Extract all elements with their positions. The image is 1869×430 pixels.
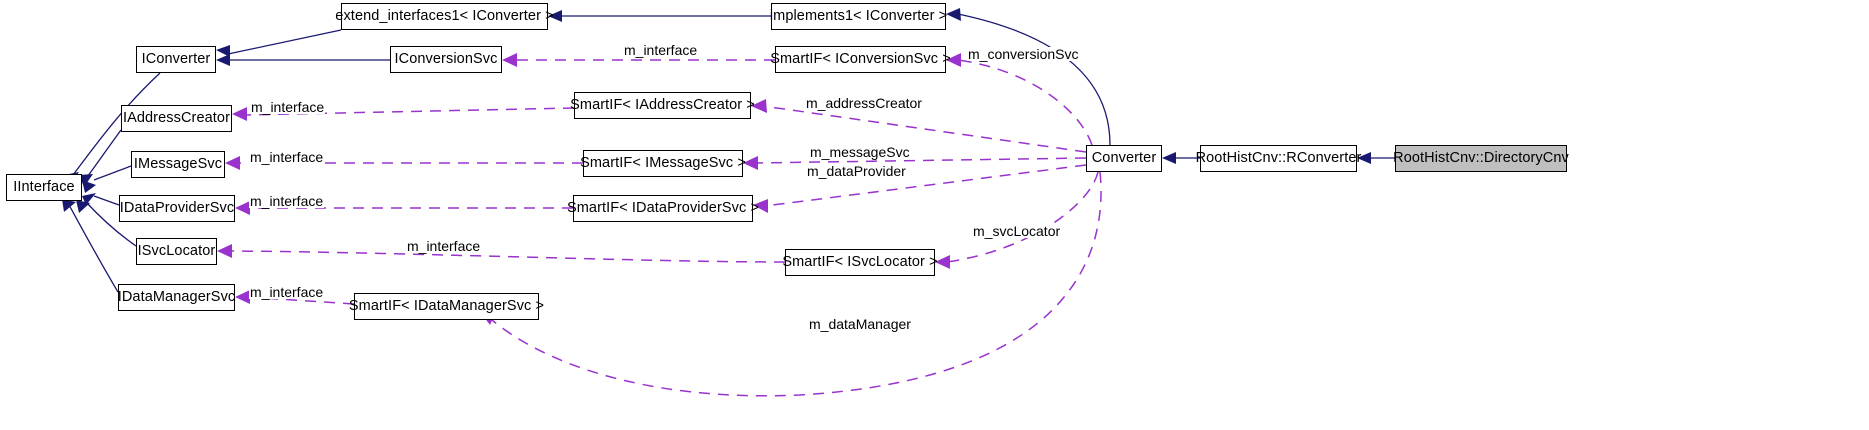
node-iconverter[interactable]: IConverter	[136, 46, 216, 73]
node-roothistcnv-rconverter[interactable]: RootHistCnv::RConverter	[1196, 145, 1361, 172]
edge-label-m-interface-isvclocator: m_interface	[406, 238, 482, 254]
arrowhead-usage-iconversionsvc	[502, 53, 517, 67]
arrowhead-iconverter-a	[216, 45, 230, 57]
edge-converter-to-smartif-iconversionsvc	[957, 59, 1093, 146]
node-smartif-isvclocator[interactable]: SmartIF< ISvcLocator >	[782, 249, 938, 276]
node-idataprovidersvc[interactable]: IDataProviderSvc	[119, 195, 235, 222]
edge-idatamanagersvc-to-iinterface	[67, 202, 119, 293]
edge-label-m-interface-iaddresscreator: m_interface	[250, 99, 326, 115]
node-converter[interactable]: Converter	[1086, 145, 1162, 172]
edge-label-m-dataprovider: m_dataProvider	[806, 163, 907, 179]
edge-extend-to-iconverter	[227, 29, 342, 55]
arrowhead-iconverter-b	[216, 54, 230, 66]
edge-converter-to-smartif-imessagesvc	[754, 157, 1087, 164]
arrowhead-usage-isvclocator	[217, 244, 232, 258]
edge-idataprovidersvc-to-iinterface	[93, 195, 120, 206]
node-idatamanagersvc[interactable]: IDataManagerSvc	[118, 284, 235, 311]
edge-imessagesvc-to-iinterface	[93, 165, 132, 181]
edge-label-m-interface-idatamanagersvc: m_interface	[249, 284, 325, 300]
edge-iaddresscreator-to-iinterface	[84, 129, 122, 181]
node-iinterface[interactable]: IInterface	[6, 174, 82, 201]
edge-label-m-conversionsvc: m_conversionSvc	[967, 46, 1080, 62]
arrowhead-iinterface-6	[76, 200, 90, 213]
node-implements1-iconverter[interactable]: implements1< IConverter >	[770, 3, 947, 30]
node-smartif-idatamanagersvc[interactable]: SmartIF< IDataManagerSvc >	[349, 293, 544, 320]
arrowhead-usage-idataprovidersvc	[235, 201, 250, 215]
node-smartif-iconversionsvc[interactable]: SmartIF< IConversionSvc >	[770, 46, 951, 73]
arrowhead-usage-idatamanagersvc	[235, 290, 250, 304]
node-smartif-imessagesvc[interactable]: SmartIF< IMessageSvc >	[580, 150, 746, 177]
edge-smartif-isvclocator-to-isvclocator	[228, 250, 786, 263]
arrowhead-usage-iaddresscreator	[232, 107, 247, 121]
edge-label-m-interface-idataprovidersvc: m_interface	[249, 193, 325, 209]
edge-converter-to-smartif-isvclocator	[946, 171, 1099, 263]
node-isvclocator[interactable]: ISvcLocator	[136, 238, 217, 265]
node-iaddresscreator[interactable]: IAddressCreator	[121, 105, 232, 132]
node-iconversionsvc[interactable]: IConversionSvc	[390, 46, 502, 73]
node-imessagesvc[interactable]: IMessageSvc	[131, 151, 225, 178]
arrowhead-converter	[1162, 152, 1176, 164]
edge-label-m-datamanager: m_dataManager	[808, 316, 912, 332]
edge-label-m-svclocator: m_svcLocator	[972, 223, 1062, 239]
node-roothistcnv-directorycnv[interactable]: RootHistCnv::DirectoryCnv	[1393, 145, 1569, 172]
edge-label-m-interface-iconversionsvc: m_interface	[623, 42, 699, 58]
edge-converter-to-implements1	[957, 13, 1111, 146]
arrowhead-implements1	[946, 8, 961, 21]
node-smartif-iaddresscreator[interactable]: SmartIF< IAddressCreator >	[570, 92, 755, 119]
node-smartif-idataprovidersvc[interactable]: SmartIF< IDataProviderSvc >	[567, 195, 759, 222]
edge-label-m-messagesvc: m_messageSvc	[809, 144, 911, 160]
arrowhead-iinterface-4	[82, 193, 96, 205]
arrowhead-usage-imessagesvc	[225, 156, 240, 170]
node-extend-interfaces1-iconverter[interactable]: extend_interfaces1< IConverter >	[335, 3, 554, 30]
edge-label-m-addresscreator: m_addressCreator	[805, 95, 923, 111]
arrowhead-iinterface-3	[82, 180, 96, 193]
edge-label-m-interface-imessagesvc: m_interface	[249, 149, 325, 165]
